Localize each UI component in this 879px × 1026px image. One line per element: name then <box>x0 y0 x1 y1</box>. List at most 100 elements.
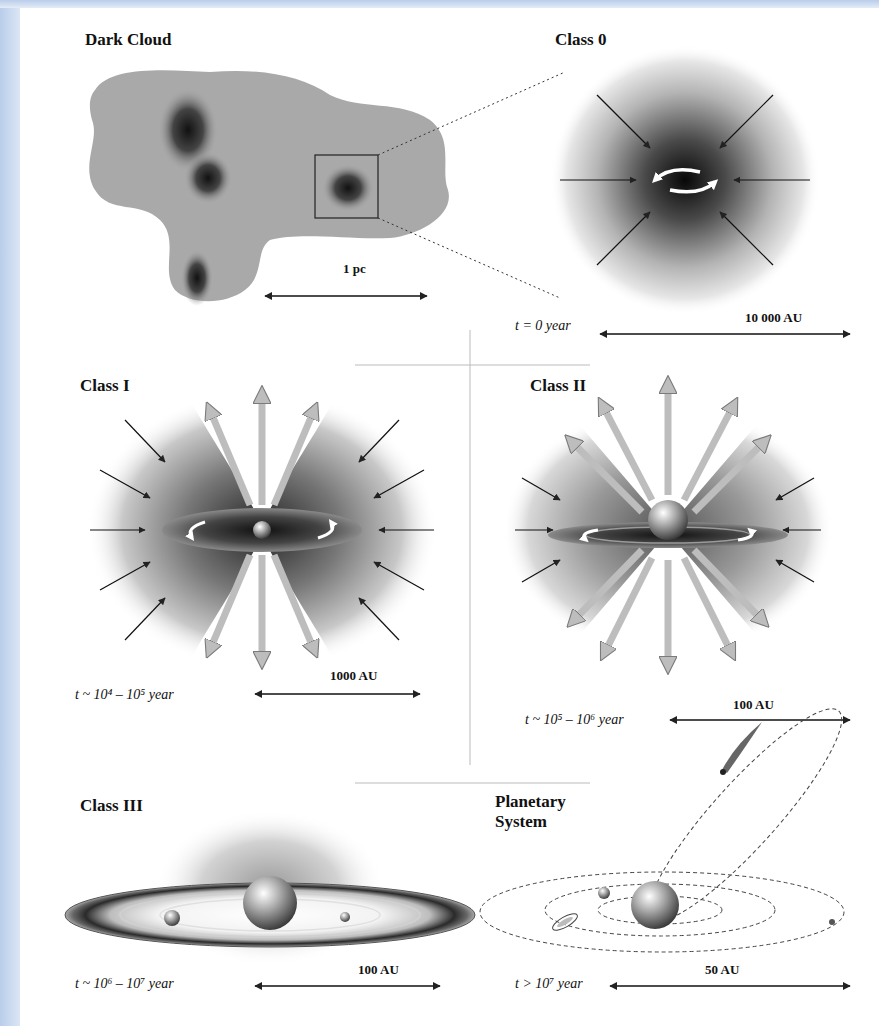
panel-title: Planetary System <box>495 792 595 831</box>
panel-title: Class 0 <box>555 30 606 50</box>
protostar-class-ii <box>558 532 778 674</box>
debris-disk <box>164 910 180 926</box>
protostar-class-i <box>212 415 250 505</box>
protostar-class-ii <box>684 558 729 648</box>
planetary-system <box>550 911 579 934</box>
separator-line <box>355 365 590 366</box>
separator-line <box>355 783 590 784</box>
protostar-class-i <box>87 390 437 670</box>
protostar-class-i <box>190 522 333 538</box>
protostar-class-i <box>359 598 399 640</box>
protostar-class-ii <box>738 530 752 540</box>
collapsing-core <box>734 179 810 180</box>
protostar-class-i <box>259 400 266 505</box>
panel-title: Class II <box>530 376 586 396</box>
scale-bar <box>610 985 850 986</box>
time-label: t ~ 10⁶ – 10⁷ year <box>75 976 174 992</box>
protostar-class-i <box>374 562 424 590</box>
scale-bar <box>670 719 850 720</box>
protostar-class-i <box>274 555 312 645</box>
dark-cloud <box>184 152 232 204</box>
protostar-class-i <box>100 562 150 590</box>
protostar-class-i <box>185 390 339 525</box>
time-label: t ~ 10⁴ – 10⁵ year <box>75 687 174 703</box>
protostar-class-ii <box>503 386 833 674</box>
protostar-class-ii <box>665 390 672 495</box>
separator-line <box>470 330 471 765</box>
protostar-class-i <box>379 529 434 530</box>
page-border <box>0 0 879 8</box>
panel-title: Dark Cloud <box>85 30 171 50</box>
dark-cloud <box>89 70 449 301</box>
protostar-class-i <box>100 470 150 498</box>
debris-disk <box>65 810 475 966</box>
dark-cloud <box>89 70 449 306</box>
protostar-class-ii <box>694 445 761 512</box>
scale-bar <box>255 985 440 986</box>
protostar-class-ii <box>584 530 598 540</box>
collapsing-core <box>670 182 715 192</box>
zoom-line <box>378 72 565 155</box>
protostar-class-i <box>259 555 266 655</box>
panel-title: Class III <box>80 796 143 816</box>
dark-cloud <box>322 164 374 212</box>
protostar-class-i <box>359 420 399 462</box>
scale-label: 10 000 AU <box>745 311 802 326</box>
protostar-class-ii <box>648 500 688 540</box>
time-label: t = 0 year <box>515 318 571 334</box>
scale-bar <box>255 693 420 694</box>
protostar-class-i <box>318 522 333 538</box>
protostar-class-i <box>125 598 165 640</box>
protostar-class-i <box>190 522 205 538</box>
protostar-class-ii <box>776 560 814 582</box>
scale-label: 100 AU <box>733 698 774 713</box>
dark-cloud <box>315 155 378 218</box>
scale-bar <box>255 985 440 986</box>
collapsing-core <box>550 45 820 315</box>
protostar-class-i <box>162 508 362 552</box>
collapsing-core <box>655 170 715 192</box>
protostar-class-ii <box>776 478 814 500</box>
planetary-system <box>598 887 610 899</box>
collapsing-core <box>560 179 636 180</box>
protostar-class-i <box>212 555 250 645</box>
planetary-system <box>720 769 726 775</box>
zoom-line <box>378 72 565 298</box>
scale-bar <box>610 985 850 986</box>
collapsing-core <box>655 170 700 180</box>
protostar-class-ii <box>783 529 821 530</box>
protostar-class-ii <box>575 445 642 512</box>
scale-bar <box>600 333 850 334</box>
protostar-class-ii <box>515 529 553 530</box>
scale-label: 1 pc <box>343 262 366 277</box>
time-label: t ~ 10⁵ – 10⁶ year <box>525 712 624 728</box>
protostar-class-ii <box>665 560 672 660</box>
time-label: t > 10⁷ year <box>515 976 583 992</box>
protostar-class-i <box>253 521 271 539</box>
protostar-class-ii <box>577 550 642 617</box>
panel-title: Class I <box>80 376 130 396</box>
dark-cloud <box>181 250 213 306</box>
protostar-class-i <box>90 529 145 530</box>
collapsing-core <box>550 45 820 315</box>
collapsing-core <box>720 95 773 148</box>
scale-bar <box>255 693 420 694</box>
collapsing-core <box>597 212 650 265</box>
planetary-system <box>722 722 762 773</box>
collapsing-core <box>597 95 650 148</box>
planetary-system <box>829 919 835 925</box>
planetary-system <box>480 690 862 952</box>
collapsing-core <box>720 212 773 265</box>
planetary-system <box>556 915 574 928</box>
page-border <box>0 0 20 1026</box>
protostar-class-ii <box>607 558 652 648</box>
zoom-line <box>378 218 560 298</box>
scale-bar <box>670 719 850 720</box>
protostar-class-ii <box>694 550 759 617</box>
protostar-class-i <box>125 420 165 462</box>
collapsing-core <box>560 95 810 265</box>
planetary-system <box>631 881 679 929</box>
protostar-class-i <box>185 535 339 670</box>
